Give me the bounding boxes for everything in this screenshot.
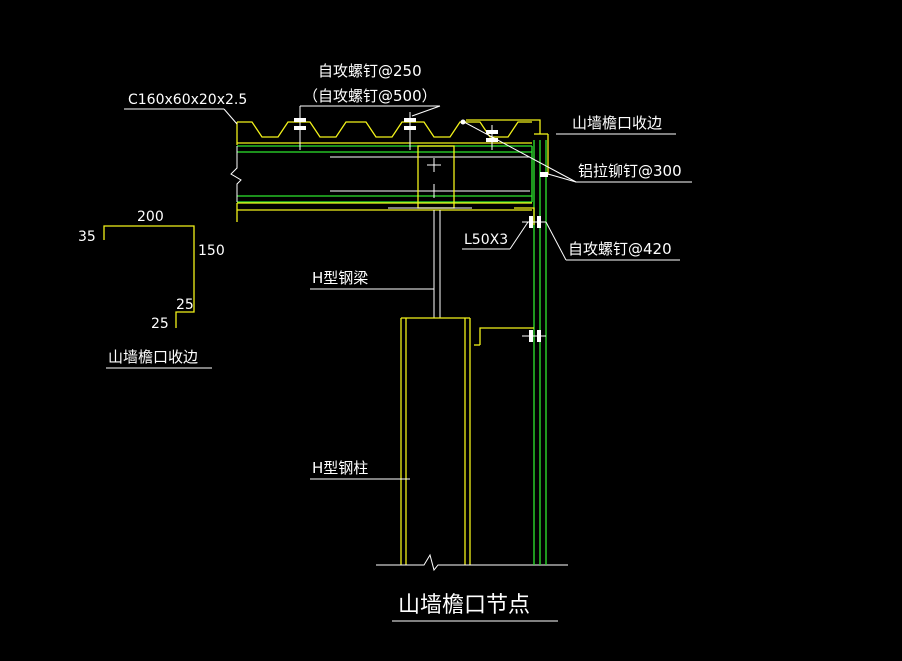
rivet-text: 铝拉铆钉@300 [578,162,682,180]
eave-trim-profile: 200 35 150 25 25 [78,209,225,332]
dim-25-b: 25 [151,316,169,332]
dim-200: 200 [137,209,164,225]
title-text: 山墙檐口节点 [398,593,530,618]
wall-screw-icon-1 [522,216,546,228]
h-steel-column [376,317,568,572]
screw-500-text: （自攻螺钉@500） [303,87,437,105]
wall-screw-icon-2 [522,330,546,342]
label-eave-trim-detail: 山墙檐口收边 [106,348,212,369]
label-eave-trim-top: 山墙檐口收边 [556,114,676,135]
beam-connection-plate [236,145,532,222]
screw-icon-2 [404,112,416,150]
purlin-text: C160x60x20x2.5 [128,92,247,108]
screw-250-text: 自攻螺钉@250 [318,62,422,80]
label-beam: H型钢梁 [310,269,434,290]
wall-cladding [466,119,549,565]
dim-25-a: 25 [176,297,194,313]
label-angle: L50X3 [462,221,529,250]
beam-text: H型钢梁 [312,269,368,287]
column-text: H型钢柱 [312,459,368,477]
label-purlin: C160x60x20x2.5 [124,92,247,125]
angle-text: L50X3 [464,232,508,248]
eave-trim-top-text: 山墙檐口收边 [572,114,662,132]
beam-web [433,210,441,318]
label-column: H型钢柱 [310,459,410,480]
screw-420-text: 自攻螺钉@420 [568,240,672,258]
roof-panel [236,121,532,145]
screw-icon-1 [294,112,306,150]
label-rivet: 铝拉铆钉@300 [463,121,692,183]
drawing-title: 山墙檐口节点 [392,593,558,622]
label-screw-250: 自攻螺钉@250 （自攻螺钉@500） [299,62,441,117]
rivet-icon [460,119,548,177]
dim-35: 35 [78,229,96,245]
dim-150: 150 [198,243,225,259]
eave-trim-detail-text: 山墙檐口收边 [108,348,198,366]
purlin-c-section [230,145,533,203]
label-screw-420: 自攻螺钉@420 [545,221,680,261]
